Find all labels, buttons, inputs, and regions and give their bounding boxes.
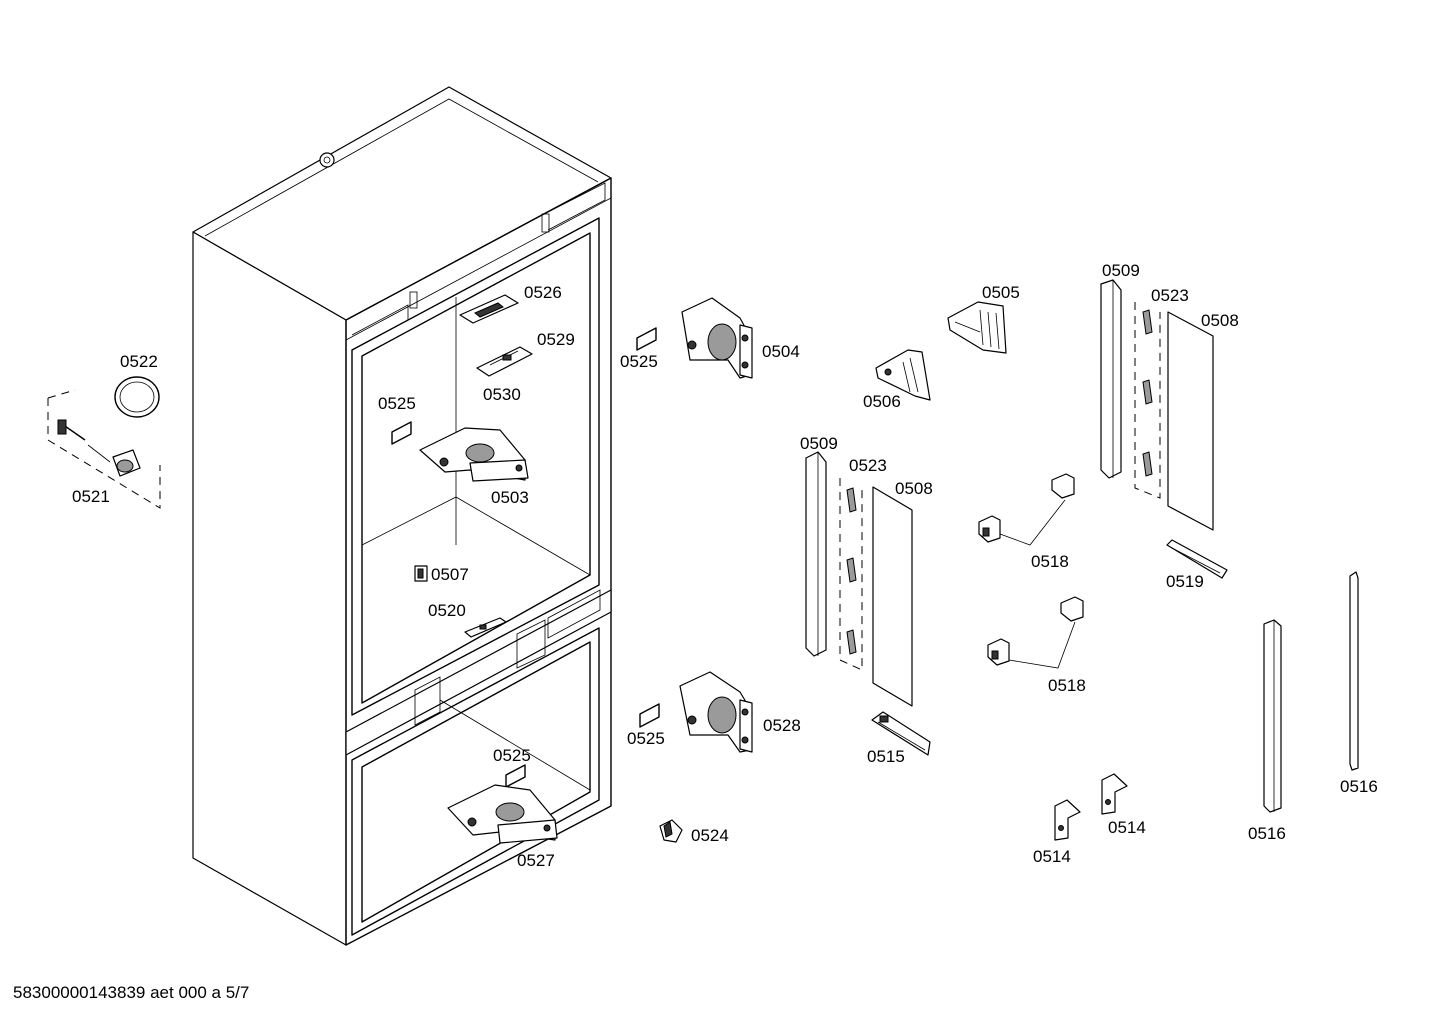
part-0525-label-lower [505,764,526,788]
callout-0523-right: 0523 [1151,286,1189,305]
part-0509-trim-right [1100,279,1122,479]
part-0520-latch [464,617,507,638]
callout-0525-lower-right: 0525 [627,729,665,748]
callout-0529: 0529 [537,330,575,349]
callout-0514-left: 0514 [1033,847,1071,866]
callout-0525-left: 0525 [378,394,416,413]
callout-0503: 0503 [491,488,529,507]
callout-0524: 0524 [691,826,729,845]
callout-0528: 0528 [763,716,801,735]
callout-0508-right: 0508 [1201,311,1239,330]
part-0508-panel-right [1167,311,1214,531]
part-0523-spacers-left [839,478,863,671]
callout-0530: 0530 [483,385,521,404]
callout-0518-lower: 0518 [1048,676,1086,695]
callout-0520: 0520 [428,601,466,620]
callout-0518-upper: 0518 [1031,552,1069,571]
callout-0514-right: 0514 [1108,818,1146,837]
part-0524-clip [659,819,683,843]
callout-0504: 0504 [762,342,800,361]
part-0521-switch-assembly [47,389,161,509]
callout-0505: 0505 [982,283,1020,302]
callout-0509-right: 0509 [1102,261,1140,280]
part-0503-hinge [419,427,529,482]
part-0516-strip-left [1263,619,1282,813]
callout-0516-right: 0516 [1340,777,1378,796]
part-0509-trim-left [805,451,827,657]
part-0527-hinge [447,784,558,844]
part-0518-clips-upper [978,473,1075,546]
part-0523-spacers-right [1134,302,1161,499]
part-0508-panel-left [872,486,913,707]
part-0525-label-lower-right [639,703,660,728]
callout-0516-left: 0516 [1248,824,1286,843]
callout-0508-left: 0508 [895,479,933,498]
part-0515-rail [871,711,931,756]
cabinet [192,86,612,946]
part-0522-lamp-ring [114,376,160,418]
part-0525-label-upper [636,327,657,351]
callout-0519: 0519 [1166,572,1204,591]
part-0519-rail [1166,539,1228,579]
callout-0515: 0515 [867,747,905,766]
part-0526-clip [459,294,519,324]
callout-0522: 0522 [120,352,158,371]
drawing-reference-footer: 58300000143839 aet 000 a 5/7 [13,983,250,1002]
callout-0507: 0507 [431,565,469,584]
part-0505-cover [947,301,1007,354]
part-0530-bracket [476,346,533,377]
callout-0523-left: 0523 [849,456,887,475]
part-0514-bracket-left [1054,799,1081,841]
callout-0525-lower: 0525 [493,746,531,765]
part-0507-switch [414,565,428,582]
part-0514-bracket-right [1101,773,1128,815]
callout-0525-upper: 0525 [620,352,658,371]
part-0528-hinge [679,671,753,753]
callout-0521: 0521 [72,487,110,506]
part-0504-hinge [681,297,753,379]
part-0525-label-left [391,421,412,445]
part-0506-cover [875,349,931,401]
part-0516-strip-right [1349,571,1359,771]
part-0518-clips-lower [987,596,1084,669]
callout-0509-left: 0509 [800,434,838,453]
callout-0527: 0527 [517,851,555,870]
callout-0506: 0506 [863,392,901,411]
callout-0526: 0526 [524,283,562,302]
